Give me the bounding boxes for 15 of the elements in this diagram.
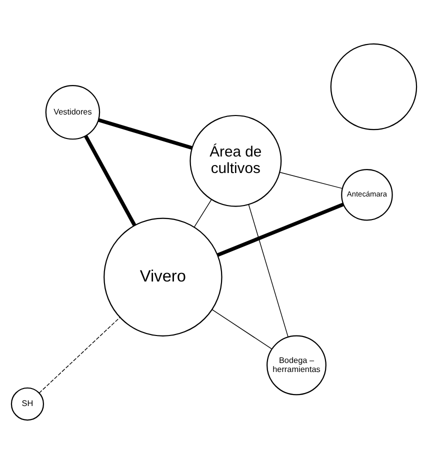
node-circle <box>330 43 418 130</box>
node-circle: Vestidores <box>45 84 100 140</box>
node-circle: SH <box>10 387 44 421</box>
node-circle: Vivero <box>104 218 222 336</box>
connector <box>279 172 343 189</box>
connector <box>216 202 344 257</box>
connector <box>38 317 120 394</box>
node-circle: Bodega – herramientas <box>266 335 326 396</box>
connector <box>248 204 288 338</box>
node-circle: Área de cultivos <box>190 114 282 207</box>
connector <box>194 199 212 228</box>
connector <box>212 309 272 350</box>
connector <box>84 135 136 226</box>
node-circle: Antecámara <box>341 168 393 221</box>
connector <box>98 118 192 150</box>
